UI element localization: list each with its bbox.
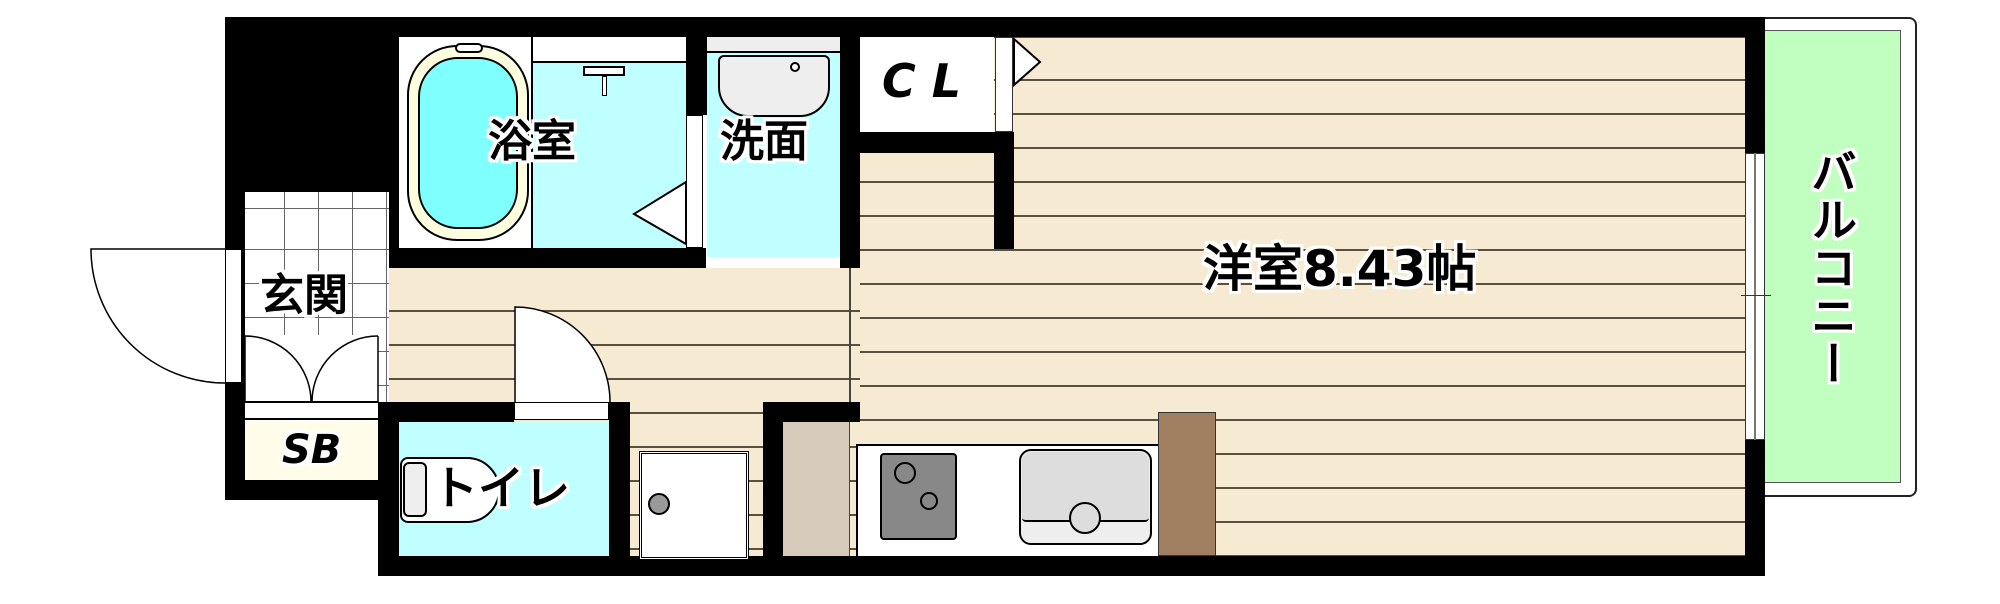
front-door-swing-icon [90,248,226,384]
window-center-mark [1741,295,1771,296]
shoe-box[interactable] [245,422,379,480]
closet-door-swing-icon [1013,36,1042,88]
shower-faucet-icon [583,66,625,76]
washbasin-counter [707,37,840,53]
wall-bottom [378,556,1765,576]
wall-sb-bottom [225,480,399,500]
western-room-label: 洋室8.43帖 [1203,240,1477,298]
wall-toilet-top [378,402,514,422]
bathroom-door[interactable] [686,115,703,248]
balcony-area [1765,30,1901,483]
wall-bath-wash [686,37,707,115]
wall-toilet-right [609,402,630,576]
window-glass-line [1754,153,1756,440]
fridge-space [1158,412,1216,556]
washbasin-icon [718,55,830,117]
wall-kitchen-left [763,402,783,576]
bathroom-door-swing-icon [632,180,687,246]
bathtub-water [418,57,518,229]
shoe-box-shelf [245,404,379,420]
toilet-tank-icon [403,462,427,517]
stove-icon [880,453,957,540]
wall-kitchen-top [763,402,860,422]
shoe-box-label: SB [282,427,342,473]
front-door-frame[interactable] [225,249,242,383]
washroom-label: 洗面 [720,116,808,167]
closet-label: C L [882,54,962,108]
wall-top-left-block [225,17,399,192]
bathroom-label: 浴室 [488,116,576,167]
shoe-cabinet-doors-icon [244,335,379,403]
closet-area [860,37,994,132]
kitchen-side-counter [783,422,850,556]
entrance-label: 玄関 [260,270,348,321]
bath-faucet-icon [455,43,483,53]
washing-machine-drain-icon [648,493,670,515]
wall-toilet-left [378,402,399,576]
stove-burner-1-icon [894,462,916,484]
wall-bath-bottom [378,248,706,268]
shower-hose-icon [602,76,607,96]
toilet-label: トイレ [432,461,570,515]
wall-closet-right [994,132,1014,249]
hall-divider-line [849,268,851,402]
toilet-door-swing-icon [514,306,611,403]
wall-wash-right [840,37,860,268]
balcony-label: バルコニー [1804,148,1858,388]
bath-shelf [533,37,686,63]
washbasin-drain-icon [790,62,800,72]
wall-closet-bottom [860,132,1014,153]
toilet-door[interactable] [514,402,609,420]
closet-door[interactable] [995,37,1013,132]
wall-top [225,17,1765,37]
stove-burner-2-icon [920,492,938,510]
sink-drain-icon [1069,502,1101,534]
